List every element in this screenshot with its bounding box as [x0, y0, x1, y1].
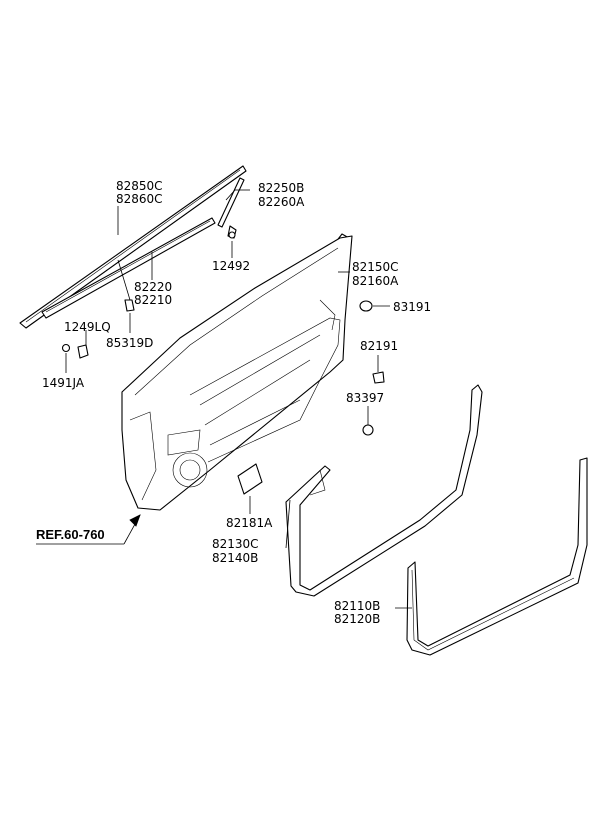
label-82181a: 82181A	[226, 516, 273, 530]
screw-1249lq	[77, 344, 89, 359]
plug-82191	[372, 371, 385, 384]
label-82850c: 82850C	[116, 179, 163, 193]
belt-weatherstrip-inner	[41, 217, 216, 319]
label-82210: 82210	[134, 293, 172, 307]
label-82130c: 82130C	[212, 537, 259, 551]
leader-lines	[65, 189, 412, 609]
label-12492: 12492	[212, 259, 250, 273]
label-82110b: 82110B	[334, 599, 380, 613]
label-82140b: 82140B	[212, 551, 258, 565]
plug-83397	[362, 424, 374, 436]
label-82150c: 82150C	[352, 260, 399, 274]
label-82860c: 82860C	[116, 192, 163, 206]
clip-12492	[227, 225, 237, 239]
grommet-83191	[359, 300, 373, 312]
label-82250b: 82250B	[258, 181, 304, 195]
label-83191: 83191	[393, 300, 431, 314]
label-82191: 82191	[360, 339, 398, 353]
pad-82181a	[237, 463, 263, 495]
label-82160a: 82160A	[352, 274, 399, 288]
label-82220: 82220	[134, 280, 172, 294]
label-82120b: 82120B	[334, 612, 380, 626]
label-ref-60-760: REF.60-760	[36, 527, 105, 542]
label-82260a: 82260A	[258, 195, 305, 209]
label-83397: 83397	[346, 391, 384, 405]
door-weatherstrip	[285, 384, 483, 597]
label-1249lq: 1249LQ	[64, 320, 111, 334]
ref-arrow	[129, 514, 141, 527]
door-panel	[121, 235, 353, 511]
body-weatherstrip	[406, 457, 588, 656]
label-85319d: 85319D	[106, 336, 153, 350]
clip-85319d	[124, 299, 135, 312]
label-1491ja: 1491JA	[42, 376, 85, 390]
screw-1491ja	[61, 343, 71, 353]
